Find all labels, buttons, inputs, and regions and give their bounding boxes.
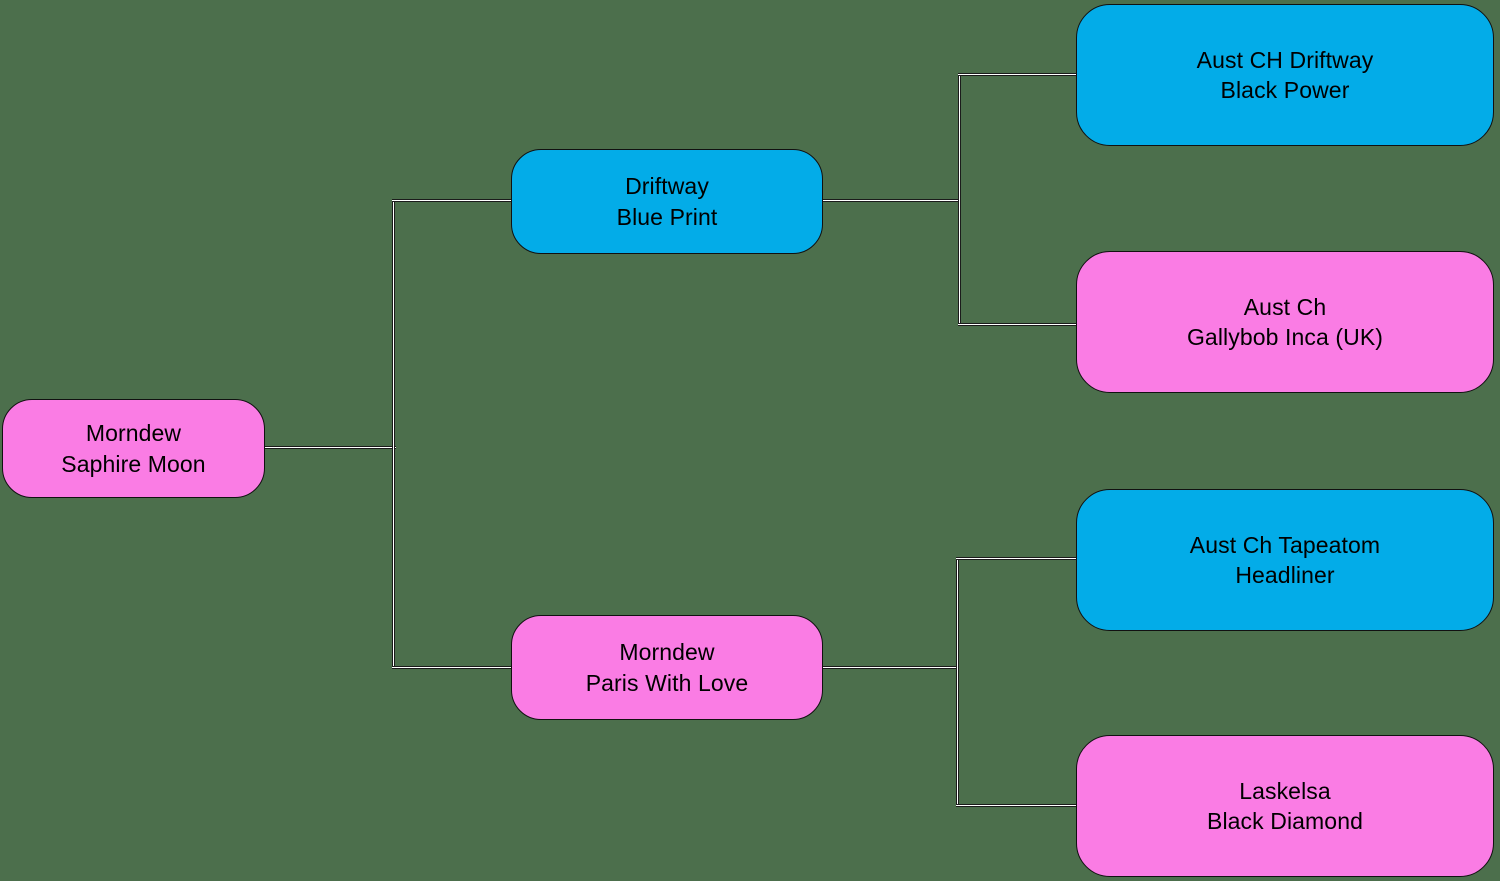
node-gen3-dam-sire[interactable]: Aust Ch Tapeatom Headliner	[1076, 489, 1494, 631]
node-gen2-sire[interactable]: Driftway Blue Print	[511, 149, 823, 254]
node-gen3-sire-sire-line1: Aust CH Driftway	[1196, 46, 1374, 73]
node-gen2-sire-line1: Driftway	[625, 173, 709, 200]
node-gen3-dam-dam-line1: Laskelsa	[1239, 777, 1331, 804]
connector-bracket-lower	[956, 557, 959, 807]
node-gen3-sire-dam-line1: Aust Ch	[1243, 293, 1327, 320]
connector-trunk-to-sire	[392, 199, 514, 202]
node-gen2-dam[interactable]: Morndew Paris With Love	[511, 615, 823, 720]
connector-bracket-to-dam-dam	[956, 804, 1082, 807]
connector-sire-to-bracket	[820, 199, 961, 202]
node-gen2-sire-line2: Blue Print	[616, 203, 718, 230]
node-gen3-dam-dam[interactable]: Laskelsa Black Diamond	[1076, 735, 1494, 877]
node-root[interactable]: Morndew Saphire Moon	[2, 399, 265, 498]
node-gen3-dam-sire-line2: Headliner	[1235, 562, 1335, 588]
node-gen3-sire-dam-line2: Gallybob Inca (UK)	[1186, 324, 1384, 350]
connector-root-to-trunk	[263, 446, 396, 449]
node-gen2-dam-line1: Morndew	[619, 639, 715, 666]
node-gen3-sire-sire[interactable]: Aust CH Driftway Black Power	[1076, 4, 1494, 146]
node-root-line2: Saphire Moon	[61, 450, 206, 477]
node-gen3-dam-sire-line1: Aust Ch Tapeatom	[1189, 531, 1381, 558]
node-gen3-sire-sire-line2: Black Power	[1220, 77, 1350, 103]
connector-bracket-upper	[958, 73, 961, 326]
node-gen3-dam-dam-line2: Black Diamond	[1207, 808, 1363, 834]
connector-bracket-to-sire-sire	[958, 73, 1082, 76]
connector-trunk-to-dam	[392, 666, 514, 669]
connector-trunk-gen2	[392, 199, 395, 669]
connector-bracket-to-dam-sire	[956, 557, 1082, 560]
node-gen2-dam-line2: Paris With Love	[585, 669, 749, 696]
node-gen3-sire-dam[interactable]: Aust Ch Gallybob Inca (UK)	[1076, 251, 1494, 393]
node-root-line1: Morndew	[85, 420, 182, 447]
connector-dam-to-bracket	[820, 666, 959, 669]
connector-bracket-to-sire-dam	[958, 323, 1082, 326]
